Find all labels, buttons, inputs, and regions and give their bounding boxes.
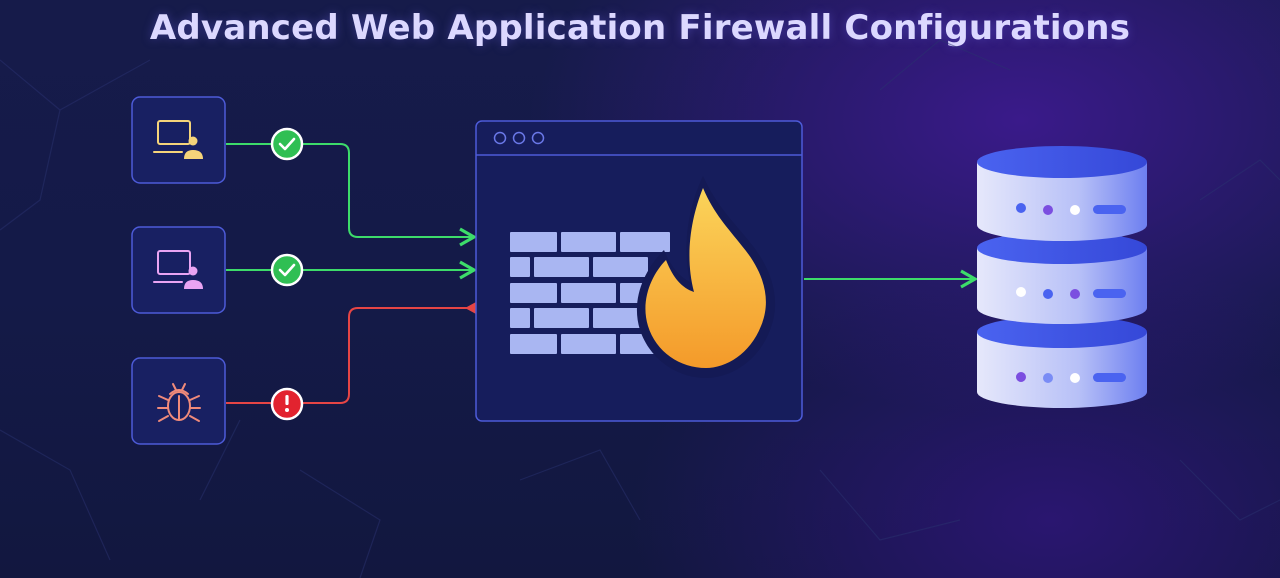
exclamation-icon — [285, 395, 289, 412]
page-title: Advanced Web Application Firewall Config… — [149, 8, 1131, 48]
firewall-panel — [475, 120, 803, 422]
blocked-badge — [270, 387, 304, 421]
database-server-icon — [977, 146, 1147, 408]
user-computer-icon — [153, 250, 203, 289]
allowed-connection — [226, 143, 478, 247]
window-controls — [493, 131, 545, 145]
background-pattern — [0, 39, 1280, 578]
server-tier — [977, 232, 1147, 324]
check-icon — [278, 137, 296, 151]
server-tier — [977, 316, 1147, 408]
bug-icon — [157, 383, 201, 422]
allowed-badge — [270, 253, 304, 287]
check-icon — [278, 263, 296, 277]
user-computer-icon — [153, 120, 203, 159]
flame-icon — [636, 176, 776, 378]
client-box[interactable] — [131, 357, 226, 445]
client-box[interactable] — [131, 226, 226, 314]
blocked-connection — [226, 302, 476, 404]
client-box[interactable] — [131, 96, 226, 184]
allowed-badge — [270, 127, 304, 161]
server-tier — [977, 146, 1147, 241]
